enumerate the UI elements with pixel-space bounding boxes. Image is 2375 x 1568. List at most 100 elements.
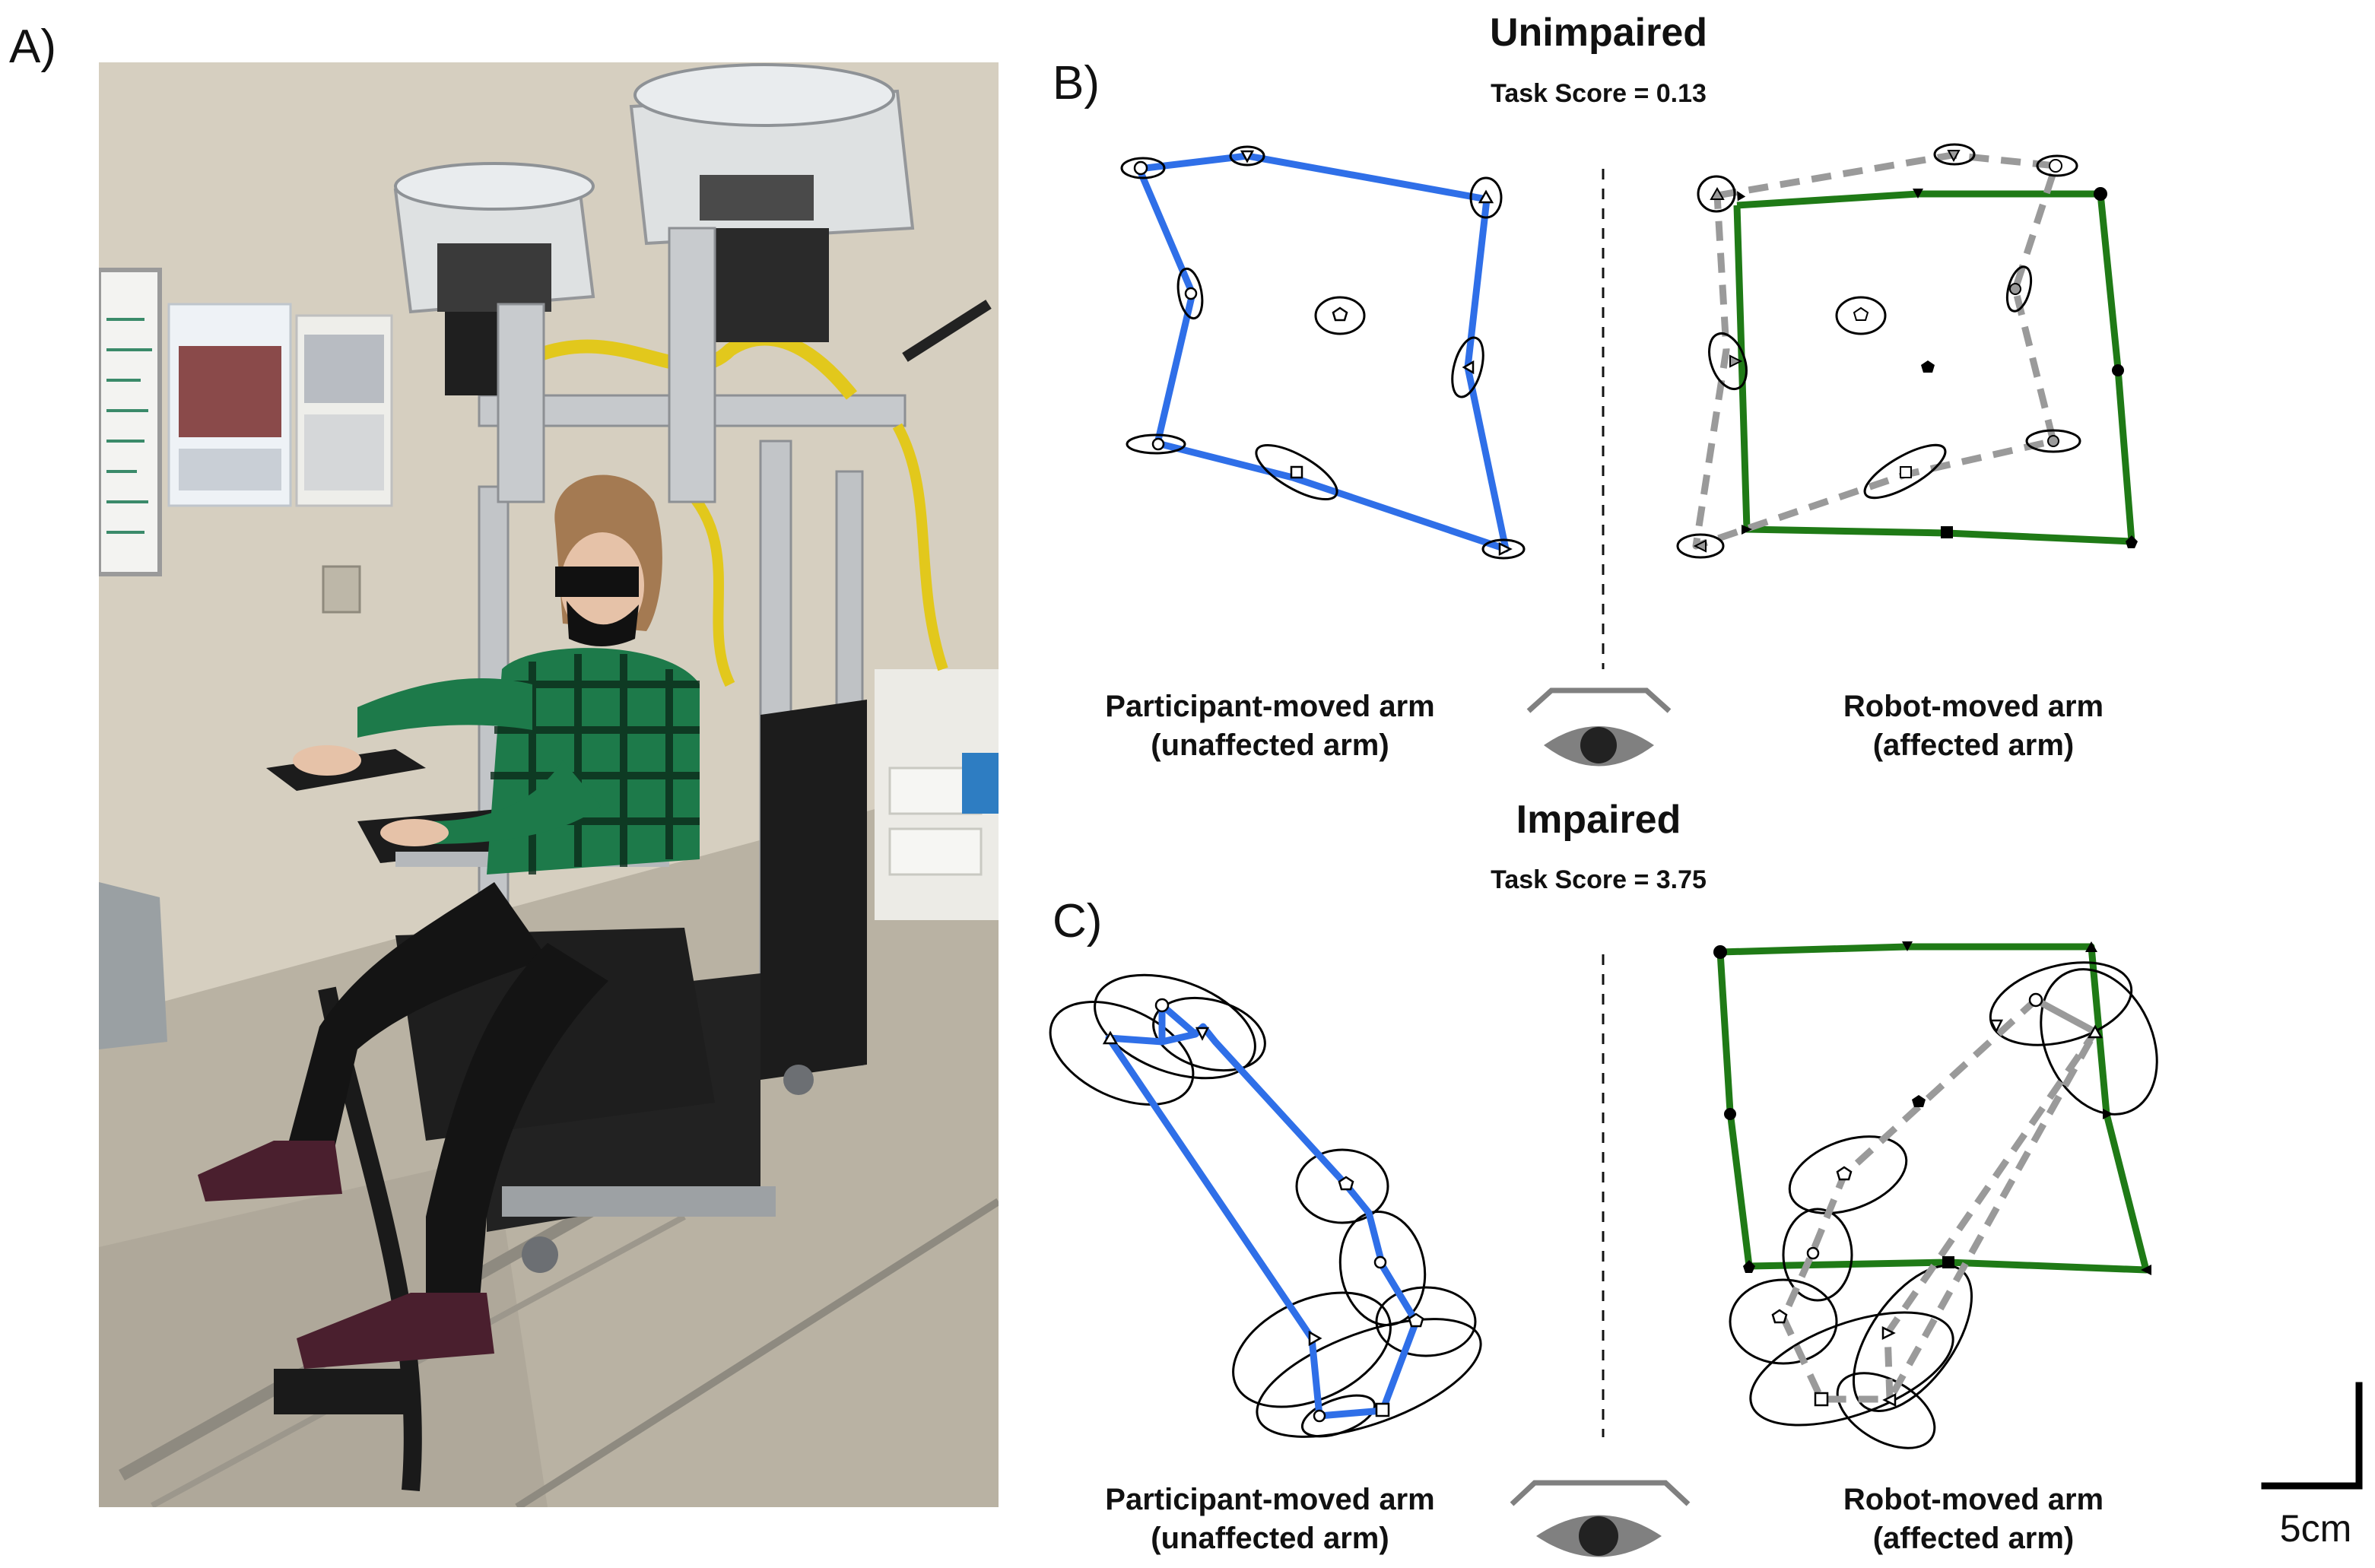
target-marker [1462, 360, 1475, 375]
variability-ellipse [1255, 443, 1338, 501]
panel-c-title: Impaired [1516, 798, 1681, 842]
target-marker [2141, 1265, 2151, 1275]
variability-ellipse [1788, 1135, 1908, 1214]
panel-c-score: Task Score = 3.75 [1491, 865, 1707, 894]
panel-b-label: B) [1053, 57, 1100, 110]
scale-bar-label: 5cm [2280, 1507, 2351, 1550]
variability-ellipse [1126, 433, 1186, 455]
target-marker [2085, 941, 2097, 952]
mirror-marker [1710, 186, 1725, 200]
robot-target-path [1733, 190, 2135, 545]
panel-b-left-label-2: (unaffected arm) [1151, 728, 1389, 762]
target-marker [1737, 191, 1746, 202]
variability-ellipse [1375, 1286, 1477, 1357]
target-marker [1921, 360, 1935, 373]
panel-c-label: C) [1053, 895, 1102, 947]
target-marker [1742, 525, 1752, 535]
panel-c-right-label-2: (affected arm) [1873, 1522, 2075, 1555]
target-marker [2112, 364, 2124, 376]
variability-ellipse [1094, 973, 1256, 1080]
panel-b-left-label-1: Participant-moved arm [1105, 690, 1434, 723]
panel-b-score: Task Score = 0.13 [1491, 79, 1707, 108]
variability-ellipse [2036, 154, 2078, 177]
eye-icon [1510, 1480, 1691, 1557]
mirror-marker [2028, 992, 2043, 1008]
mirror-marker [1881, 1325, 1896, 1341]
variability-ellipse [1295, 1148, 1389, 1224]
target-marker [2094, 187, 2107, 201]
target-marker [1240, 150, 1255, 163]
target-marker [1290, 465, 1303, 479]
mirror-marker [1853, 306, 1869, 321]
panel-b-right-label-1: Robot-moved arm [1843, 690, 2104, 723]
variability-ellipse [1676, 533, 1725, 559]
mirror-marker [1989, 1019, 2004, 1033]
target-marker [2126, 535, 2138, 548]
mirror-marker [2047, 435, 2059, 447]
variability-ellipse [1835, 296, 1887, 335]
panel-a-label: A) [9, 21, 56, 73]
panel-b-right-label-2: (affected arm) [1873, 728, 2075, 762]
target-marker [1313, 1409, 1326, 1423]
target-marker [1743, 1260, 1755, 1273]
mirrored-path [1692, 151, 2059, 550]
variability-ellipse [1176, 267, 1204, 320]
variability-ellipse [1300, 1394, 1376, 1438]
panel-b-participant-path [1120, 145, 1526, 560]
variability-ellipse [1049, 1001, 1195, 1106]
target-marker [1338, 1176, 1354, 1191]
target-marker [2103, 1109, 2113, 1119]
variability-ellipse [1451, 336, 1484, 398]
target-marker [1913, 189, 1923, 198]
target-marker [1724, 1108, 1736, 1120]
variability-ellipse [1863, 443, 1947, 500]
panel-c-left-label-1: Participant-moved arm [1105, 1483, 1434, 1516]
mirror-marker [1836, 1166, 1853, 1181]
mirror-marker [1771, 1309, 1788, 1324]
scale-bar-icon [2261, 1382, 2363, 1490]
mirror-marker [2049, 159, 2062, 173]
mirror-marker [1814, 1392, 1829, 1407]
target-marker [1133, 160, 1148, 176]
variability-ellipse [1152, 996, 1266, 1072]
panel-b-title: Unimpaired [1490, 11, 1707, 55]
variability-ellipse [2040, 968, 2158, 1116]
target-marker [1373, 1255, 1387, 1269]
target-marker [1154, 998, 1170, 1013]
panel-c-right-label-1: Robot-moved arm [1843, 1483, 2104, 1516]
variability-ellipse [1314, 296, 1366, 335]
variability-ellipse [2005, 265, 2033, 313]
panel-c-left-label-2: (unaffected arm) [1151, 1522, 1389, 1555]
target-marker [1713, 945, 1727, 959]
variability-ellipse [1852, 1265, 1973, 1412]
panel-c-participant-path [1049, 973, 1482, 1438]
variability-ellipse [1749, 1311, 1954, 1427]
mirror-marker [1947, 150, 1961, 163]
target-marker [1332, 306, 1348, 322]
mirror-marker [1900, 466, 1912, 478]
mirror-marker [1693, 539, 1707, 553]
target-marker [1151, 437, 1165, 451]
target-marker [1942, 1256, 1954, 1268]
variability-ellipse [1708, 332, 1748, 390]
target-marker [1102, 1030, 1119, 1045]
target-marker [1912, 1095, 1926, 1107]
mirror-marker [1806, 1246, 1820, 1260]
target-marker [1478, 189, 1494, 204]
variability-ellipse [1989, 961, 2133, 1046]
target-marker [1184, 287, 1198, 300]
variability-ellipse [1481, 538, 1526, 560]
mirror-marker [1729, 354, 1743, 368]
target-marker [1408, 1312, 1424, 1328]
target-marker [1902, 941, 1913, 951]
panel-c-robot-panel [1713, 941, 2158, 1449]
target-marker [1308, 1330, 1322, 1347]
eye-icon [1526, 687, 1672, 767]
variability-ellipse [1697, 175, 1736, 213]
variability-ellipse [1120, 157, 1166, 179]
target-marker [1375, 1402, 1390, 1417]
target-marker [1195, 1027, 1210, 1041]
target-marker [1498, 541, 1513, 557]
variability-ellipse [1256, 1318, 1482, 1438]
variability-ellipse [2025, 429, 2081, 453]
